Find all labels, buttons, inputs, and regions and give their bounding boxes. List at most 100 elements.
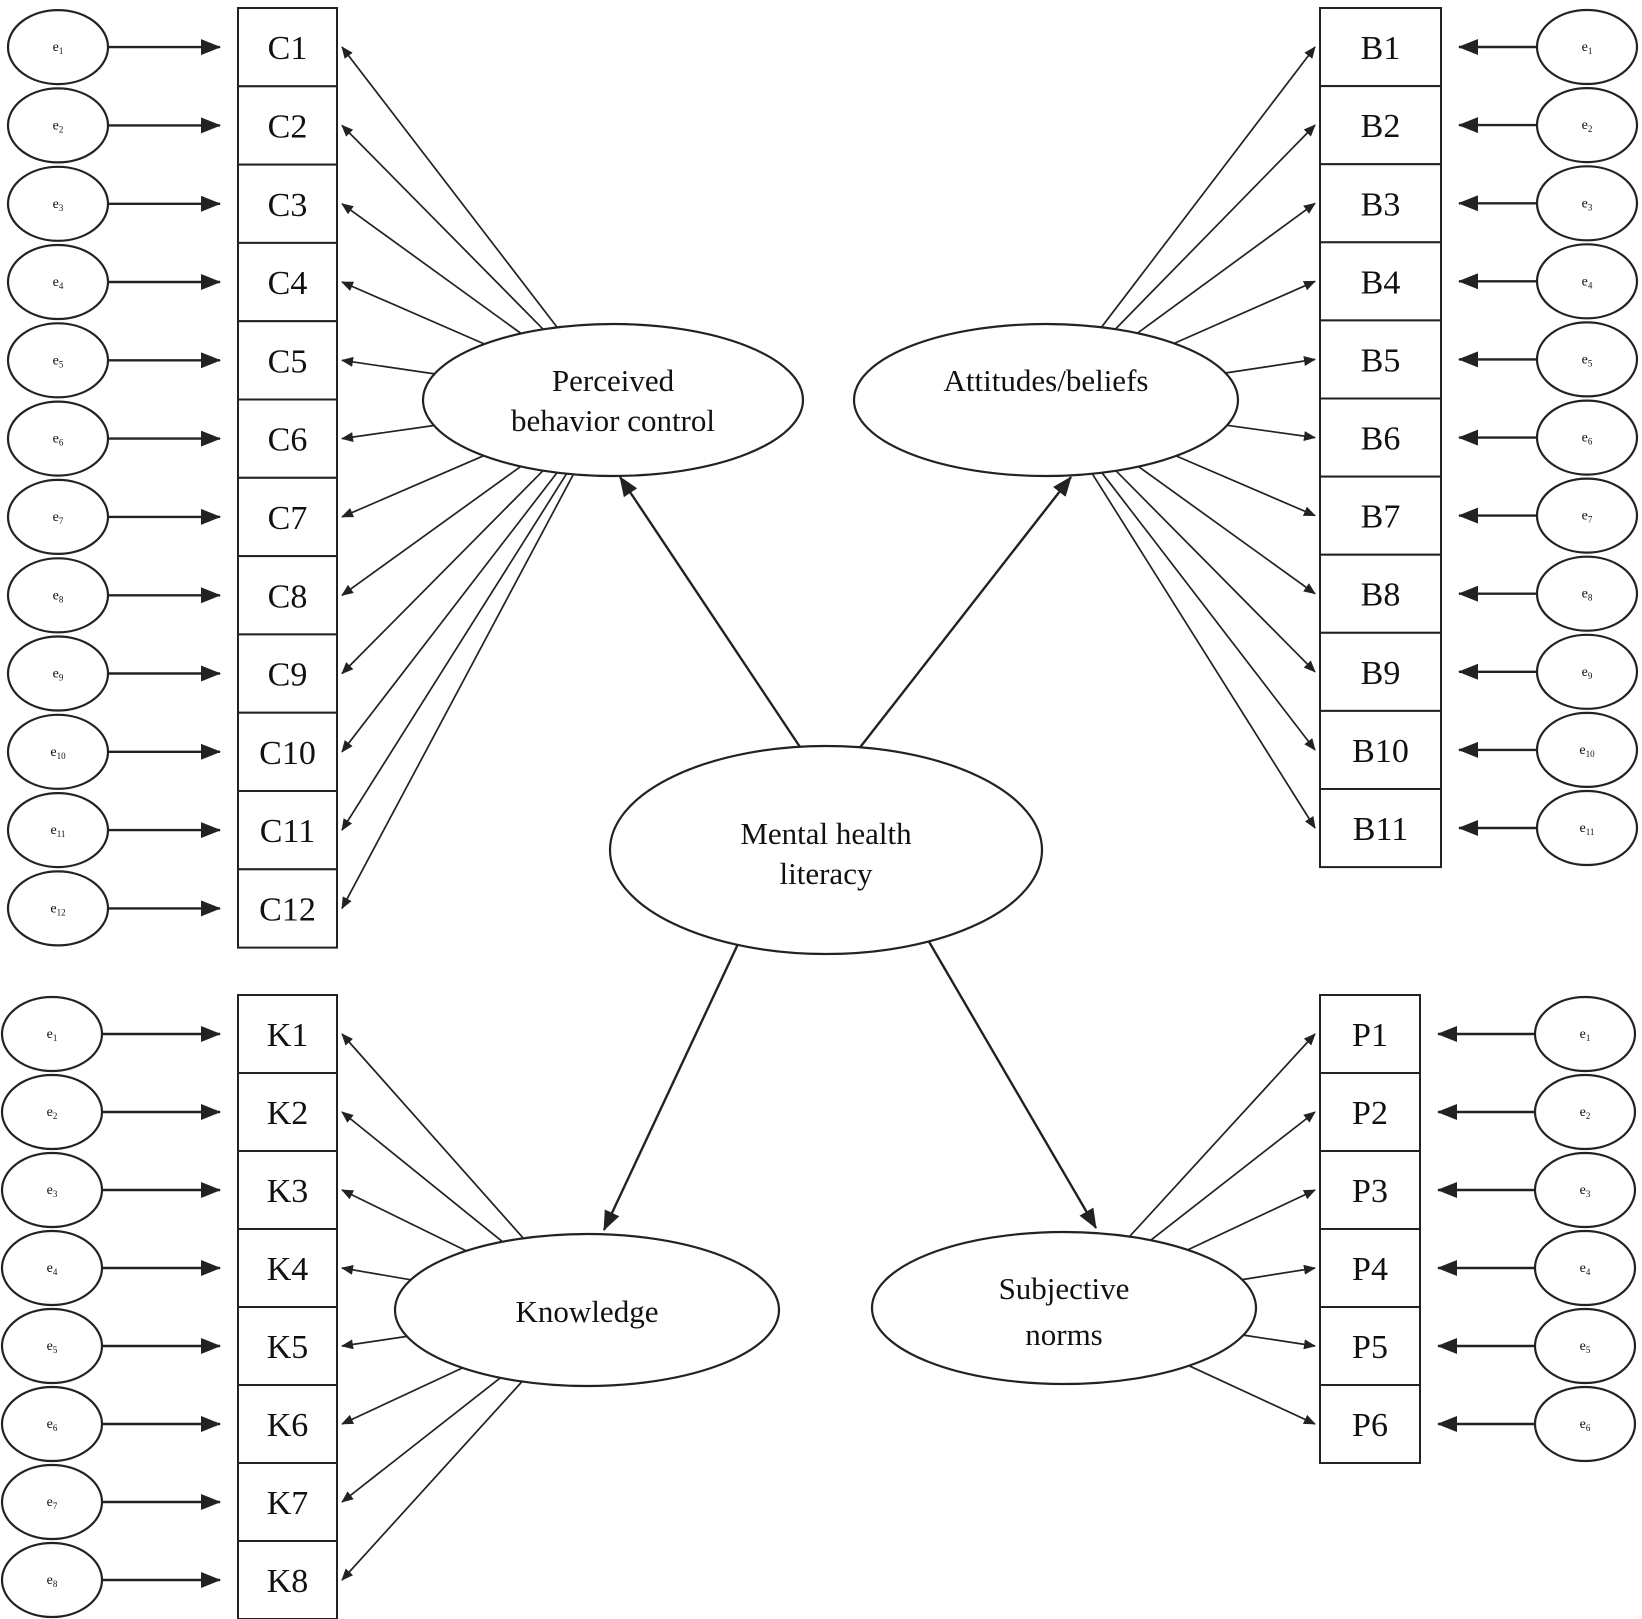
indicator-box — [1319, 475, 1442, 556]
error-term-label: e2 — [47, 1105, 58, 1121]
indicator-box — [237, 241, 338, 323]
indicator-box — [1319, 1306, 1421, 1386]
indicator-label: C9 — [268, 657, 308, 694]
loading-arrow — [341, 124, 544, 330]
latent-mental-health-literacy: Mental health literacy — [608, 744, 1044, 956]
loading-arrow — [1115, 470, 1316, 673]
indicator-label: K6 — [267, 1407, 309, 1444]
subjective-norms-line1: Subjective — [999, 1271, 1130, 1306]
error-term-label: e3 — [53, 197, 64, 213]
error-term-label: e2 — [1582, 118, 1593, 134]
error-term-label: e4 — [1580, 1261, 1591, 1277]
indicator-label: P4 — [1352, 1251, 1388, 1288]
error-term-label: e2 — [53, 118, 64, 134]
indicator-label: C7 — [268, 500, 308, 537]
indicator-box — [237, 320, 338, 401]
indicator-box — [1319, 709, 1442, 791]
indicator-box — [237, 7, 338, 88]
knowledge-ellipse — [393, 1232, 781, 1388]
error-term-label: e6 — [53, 432, 64, 448]
indicator-box — [237, 711, 338, 793]
indicator-label: P1 — [1352, 1017, 1388, 1054]
error-term-label: e5 — [47, 1339, 58, 1355]
path-to-knowledge — [602, 943, 740, 1231]
indicator-box — [237, 555, 338, 636]
error-term-label: e4 — [53, 275, 64, 291]
loading-arrow — [1091, 473, 1316, 829]
indicator-box — [1319, 788, 1442, 869]
loading-arrow — [341, 473, 575, 910]
measurement-groups: C1e1C2e2C3e3C4e4C5e5C6e6C7e7C8e8C9e9C10e… — [0, 7, 1639, 1619]
indicator-box — [1319, 553, 1442, 634]
error-term-label: e3 — [1580, 1183, 1591, 1199]
perceived-behavior-control-ellipse — [421, 322, 805, 478]
error-term-label: e1 — [1582, 40, 1593, 56]
indicator-box — [237, 1228, 338, 1308]
error-term-label: e3 — [1582, 196, 1593, 212]
error-term-label: e9 — [1582, 665, 1593, 681]
attitudes-beliefs-ellipse — [852, 322, 1240, 478]
error-term-label: e6 — [1580, 1417, 1591, 1433]
latent-perceived-behavior-control: Perceived behavior control — [421, 322, 805, 478]
path-to-perceived-behavior-control — [619, 476, 803, 751]
error-term-label: e5 — [1582, 352, 1593, 368]
indicator-box — [237, 1540, 338, 1619]
loading-arrow — [1136, 202, 1316, 334]
loading-arrow — [1188, 1364, 1316, 1425]
indicator-label: P5 — [1352, 1329, 1388, 1366]
error-term-label: e7 — [47, 1495, 58, 1511]
loading-arrow — [341, 473, 568, 831]
error-term-label: e4 — [47, 1261, 58, 1277]
error-term-label: e7 — [53, 510, 64, 526]
loading-arrow — [1173, 280, 1316, 345]
attitudes-beliefs-label: Attitudes/beliefs — [944, 363, 1149, 398]
indicator-label: B1 — [1361, 30, 1401, 67]
indicator-label: C10 — [259, 735, 316, 772]
indicator-box — [237, 1384, 338, 1464]
subjective-norms-line2: norms — [1025, 1317, 1103, 1352]
loading-arrow — [1114, 124, 1316, 330]
indicator-label: C2 — [268, 108, 308, 145]
loading-arrow — [1243, 1334, 1316, 1350]
loading-arrow — [341, 454, 485, 518]
indicator-label: K2 — [267, 1095, 309, 1132]
indicator-label: K1 — [267, 1017, 309, 1054]
indicator-label: C11 — [260, 813, 315, 850]
indicator-label: C12 — [259, 891, 316, 928]
mental-health-literacy-line1: Mental health — [740, 816, 912, 851]
mental-health-literacy-ellipse — [608, 744, 1044, 956]
loading-arrow — [341, 1380, 523, 1581]
loading-arrow — [1128, 1033, 1316, 1238]
indicator-label: B3 — [1361, 186, 1401, 223]
indicator-box — [237, 868, 338, 949]
loading-arrow — [1138, 465, 1316, 595]
indicator-label: B10 — [1352, 733, 1409, 770]
indicator-label: B4 — [1361, 264, 1401, 301]
indicator-label: B9 — [1361, 655, 1401, 692]
indicator-box — [1319, 994, 1421, 1074]
indicator-label: C8 — [268, 578, 308, 615]
error-term-label: e3 — [47, 1183, 58, 1199]
indicator-box — [237, 85, 338, 166]
indicator-label: K7 — [267, 1485, 309, 1522]
indicator-label: C3 — [268, 187, 308, 224]
loading-arrow — [341, 1264, 411, 1281]
latent-attitudes-beliefs: Attitudes/beliefs — [852, 322, 1240, 478]
indicator-box — [1319, 1150, 1421, 1230]
loading-arrow — [341, 356, 435, 375]
indicator-box — [237, 1462, 338, 1542]
loading-arrow — [341, 1367, 463, 1425]
loading-arrow — [341, 424, 435, 442]
loading-arrow — [1187, 1189, 1316, 1251]
loading-arrow — [341, 1111, 504, 1243]
indicator-box — [1319, 319, 1442, 400]
loading-arrow — [1150, 1111, 1316, 1241]
indicator-box — [237, 994, 338, 1074]
indicator-box — [1319, 631, 1442, 712]
loading-arrow — [341, 1377, 501, 1503]
indicator-box — [237, 1072, 338, 1152]
indicator-label: P3 — [1352, 1173, 1388, 1210]
